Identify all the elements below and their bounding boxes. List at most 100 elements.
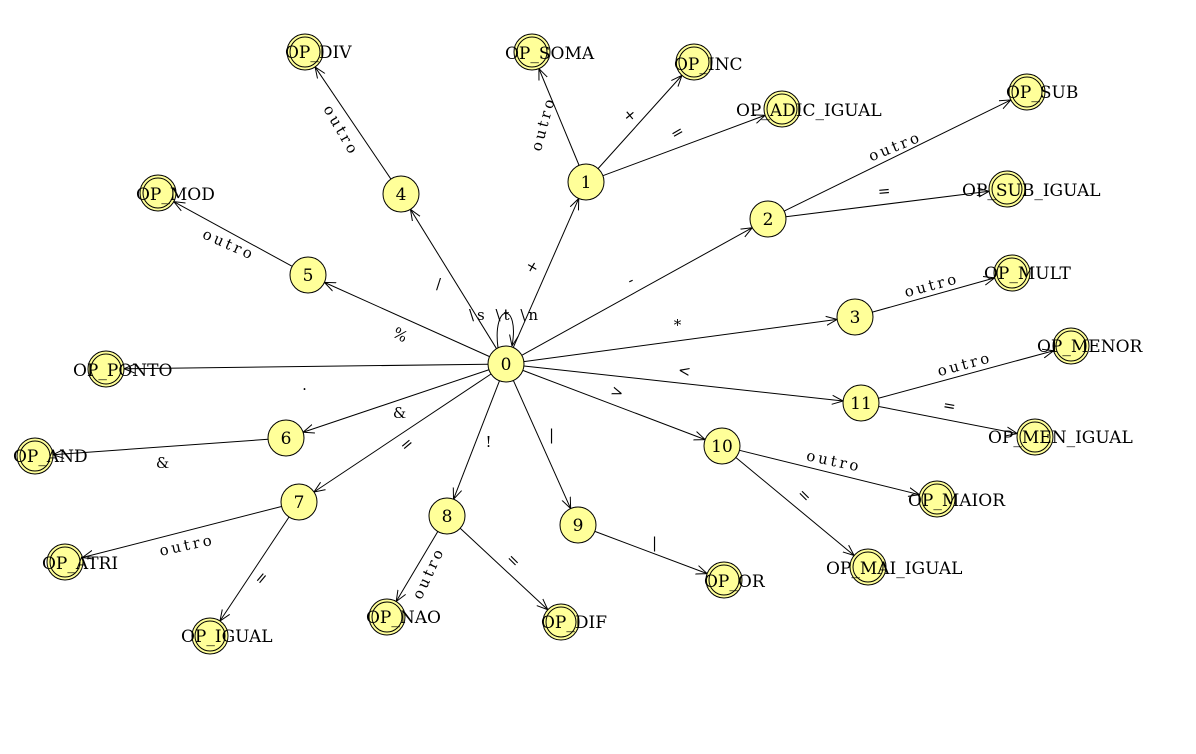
transition-label: ! (485, 433, 494, 451)
final-state-outer-circle (139, 174, 177, 212)
transition-8-to-op-dif (459, 527, 548, 609)
final-state-outer-circle (993, 254, 1031, 292)
transition-0-to-11 (523, 365, 843, 401)
state-circle (559, 506, 597, 544)
final-state-inner-circle (996, 257, 1028, 289)
state-label: 4 (396, 185, 407, 205)
state-circle (382, 175, 420, 213)
final-state-inner-circle (708, 564, 740, 596)
final-state-label: OP_MOD (136, 185, 215, 205)
transition-0-to-9 (512, 380, 570, 508)
state-circle (836, 298, 874, 336)
final-state-label: OP_DIV (285, 43, 352, 63)
state-circle (289, 256, 327, 294)
final-state-op-atri (46, 543, 84, 581)
transition-label: outro (408, 544, 448, 602)
final-state-label: OP_ADIC_IGUAL (736, 101, 882, 121)
final-state-outer-circle (191, 617, 229, 655)
final-state-op-ponto (87, 350, 125, 388)
state-circle (842, 384, 880, 422)
final-state-outer-circle (1008, 73, 1046, 111)
final-state-outer-circle (368, 598, 406, 636)
transition-label: \s \t \n (469, 306, 541, 324)
transition-1-to-op-inc (597, 75, 682, 169)
transition-0-to-7 (314, 373, 492, 492)
final-state-outer-circle (918, 480, 956, 518)
transition-1-to-op-soma (539, 69, 580, 166)
transition-label: outro (158, 530, 216, 559)
final-state-outer-circle (46, 543, 84, 581)
state-circle (428, 497, 466, 535)
state-0 (487, 345, 525, 383)
transition-label: & (393, 404, 409, 422)
final-state-outer-circle (16, 437, 54, 475)
final-state-inner-circle (852, 551, 884, 583)
final-state-label: OP_INC (674, 55, 742, 75)
transition-label: + (521, 254, 544, 276)
transition-4-to-op-div (315, 67, 392, 180)
transition-label: | (549, 426, 557, 444)
state-circle (267, 419, 305, 457)
state-circle (280, 483, 318, 521)
final-state-outer-circle (1016, 418, 1054, 456)
final-state-op-or (705, 561, 743, 599)
final-state-op-nao (368, 598, 406, 636)
final-state-op-sub-igual (988, 170, 1026, 208)
labels-layer: \s \t \n+-*/%&=!|><.outro+=outro=outroou… (13, 43, 1144, 647)
state-10 (703, 427, 741, 465)
state-label: 1 (581, 173, 592, 193)
transition-label: - (624, 270, 639, 290)
final-state-inner-circle (49, 546, 81, 578)
state-label: 6 (281, 429, 292, 449)
transition-7-to-op-igual (220, 516, 290, 621)
final-state-inner-circle (991, 173, 1023, 205)
final-state-op-maior (918, 480, 956, 518)
final-state-label: OP_MAIOR (908, 491, 1006, 511)
state-8 (428, 497, 466, 535)
final-state-op-igual (191, 617, 229, 655)
transition-0-to-4 (410, 209, 497, 349)
transition-0-to-8 (454, 380, 500, 499)
transition-11-to-op-men-igual (878, 405, 1018, 433)
final-state-label: OP_MULT (984, 264, 1072, 284)
transition-1-to-op-adic-igual (602, 115, 765, 177)
final-state-label: OP_MENOR (1037, 337, 1144, 357)
state-4 (382, 175, 420, 213)
final-state-op-div (286, 33, 324, 71)
final-state-label: OP_MAI_IGUAL (826, 559, 962, 579)
transition-label: & (156, 454, 172, 472)
state-11 (842, 384, 880, 422)
transition-0-to-10 (522, 369, 705, 439)
transition-2-to-op-sub-igual (785, 191, 989, 218)
transition-5-to-op-mod (174, 202, 293, 267)
transition-0-to-2 (521, 228, 753, 356)
final-state-label: OP_SUB (1006, 83, 1078, 103)
transition-0-to-6 (303, 369, 490, 433)
transition-label: outro (200, 225, 258, 264)
final-state-op-and (16, 437, 54, 475)
final-state-inner-circle (678, 46, 710, 78)
final-state-label: OP_SOMA (505, 44, 595, 64)
final-state-label: OP_IGUAL (181, 627, 273, 647)
states-layer (16, 33, 1090, 655)
state-1 (567, 163, 605, 201)
final-state-inner-circle (142, 177, 174, 209)
state-label: 11 (850, 394, 872, 414)
final-state-op-menor (1052, 327, 1090, 365)
final-state-op-mai-igual (849, 548, 887, 586)
final-state-inner-circle (921, 483, 953, 515)
final-state-inner-circle (1019, 421, 1051, 453)
state-label: 7 (294, 493, 305, 513)
transition-label: > (608, 381, 629, 403)
final-state-op-men-igual (1016, 418, 1054, 456)
transition-label: = (667, 120, 689, 143)
final-state-outer-circle (988, 170, 1026, 208)
transition-label: = (877, 181, 894, 200)
final-state-inner-circle (516, 36, 548, 68)
final-state-op-dif (542, 603, 580, 641)
state-5 (289, 256, 327, 294)
final-state-label: OP_PONTO (73, 361, 172, 381)
final-state-inner-circle (194, 620, 226, 652)
final-state-op-inc (675, 43, 713, 81)
